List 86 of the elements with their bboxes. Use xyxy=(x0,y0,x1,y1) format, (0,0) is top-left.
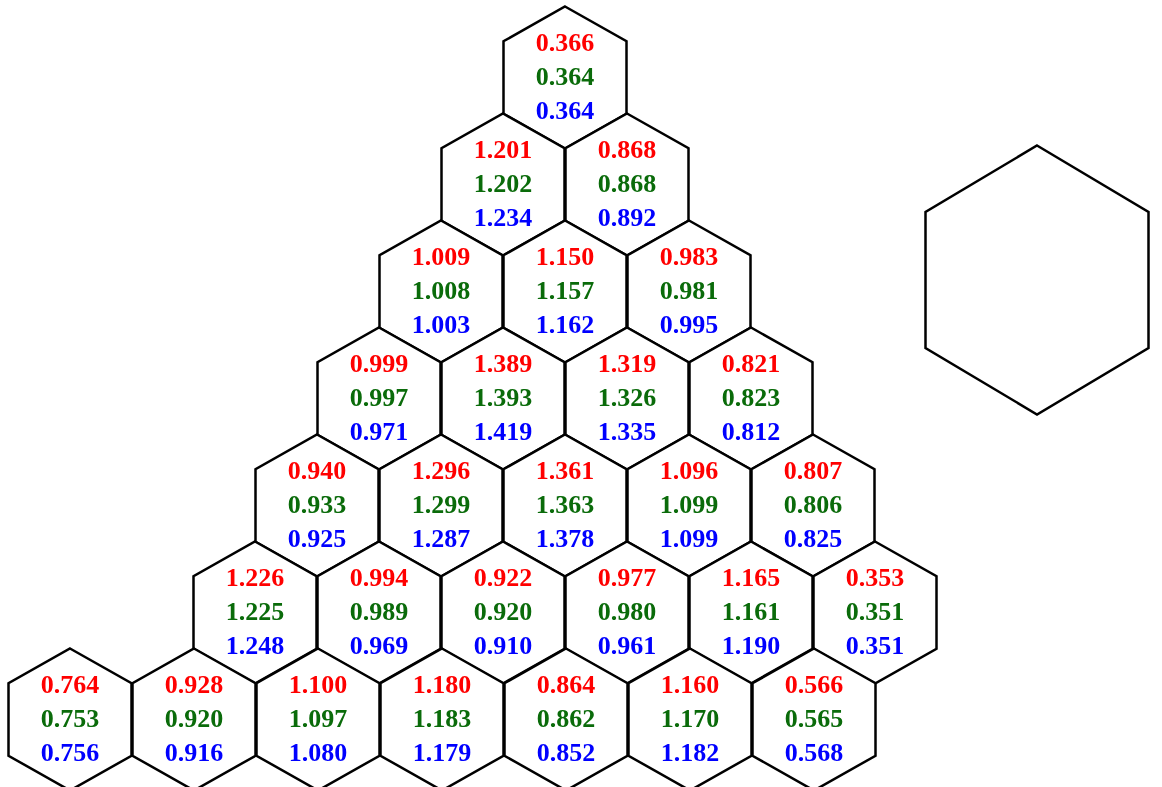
value-text: 0.565 xyxy=(784,703,844,735)
value-text: 1.100 xyxy=(288,669,348,701)
value-text: 0.821 xyxy=(721,348,781,380)
value-text: 1.335 xyxy=(597,416,657,448)
value-text: 0.977 xyxy=(597,562,657,594)
value-text: 1.319 xyxy=(597,348,657,380)
value-text: 0.892 xyxy=(597,202,657,234)
value-text: 1.165 xyxy=(721,562,781,594)
value-text: 1.099 xyxy=(659,523,719,555)
hexagon-cell xyxy=(924,144,1150,416)
value-text: 1.226 xyxy=(225,562,285,594)
value-text: 1.363 xyxy=(535,489,595,521)
value-text: 0.961 xyxy=(597,630,657,662)
value-text: 0.852 xyxy=(536,737,596,769)
value-text: 0.933 xyxy=(287,489,347,521)
value-text: 0.981 xyxy=(659,275,719,307)
hexagon-cell xyxy=(7,646,133,787)
value-text: 0.353 xyxy=(845,562,905,594)
value-text: 0.925 xyxy=(287,523,347,555)
value-text: 0.922 xyxy=(473,562,533,594)
value-text: 0.806 xyxy=(783,489,843,521)
value-text: 1.190 xyxy=(721,630,781,662)
value-text: 1.389 xyxy=(473,348,533,380)
value-text: 0.823 xyxy=(721,382,781,414)
value-text: 1.009 xyxy=(411,241,471,273)
value-text: 1.097 xyxy=(288,703,348,735)
value-text: 1.225 xyxy=(225,596,285,628)
value-text: 0.764 xyxy=(40,669,100,701)
value-text: 1.182 xyxy=(660,737,720,769)
value-text: 0.566 xyxy=(784,669,844,701)
value-text: 1.287 xyxy=(411,523,471,555)
value-text: 1.299 xyxy=(411,489,471,521)
value-text: 0.868 xyxy=(597,168,657,200)
value-text: 1.008 xyxy=(411,275,471,307)
value-text: 0.916 xyxy=(164,737,224,769)
value-text: 1.180 xyxy=(412,669,472,701)
value-text: 0.825 xyxy=(783,523,843,555)
value-text: 1.179 xyxy=(412,737,472,769)
value-text: 1.326 xyxy=(597,382,657,414)
value-text: 0.756 xyxy=(40,737,100,769)
value-text: 0.351 xyxy=(845,596,905,628)
value-text: 1.099 xyxy=(659,489,719,521)
value-text: 0.862 xyxy=(536,703,596,735)
value-text: 0.971 xyxy=(349,416,409,448)
value-text: 0.568 xyxy=(784,737,844,769)
value-text: 0.928 xyxy=(164,669,224,701)
value-text: 1.003 xyxy=(411,309,471,341)
value-text: 1.201 xyxy=(473,134,533,166)
value-text: 1.183 xyxy=(412,703,472,735)
value-text: 0.983 xyxy=(659,241,719,273)
value-text: 1.161 xyxy=(721,596,781,628)
value-text: 1.393 xyxy=(473,382,533,414)
value-text: 0.980 xyxy=(597,596,657,628)
value-text: 0.910 xyxy=(473,630,533,662)
value-text: 0.812 xyxy=(721,416,781,448)
value-text: 1.160 xyxy=(660,669,720,701)
value-text: 0.940 xyxy=(287,455,347,487)
value-text: 0.995 xyxy=(659,309,719,341)
value-text: 0.807 xyxy=(783,455,843,487)
value-text: 0.997 xyxy=(349,382,409,414)
value-text: 0.999 xyxy=(349,348,409,380)
value-text: 1.248 xyxy=(225,630,285,662)
value-text: 0.920 xyxy=(473,596,533,628)
value-text: 1.378 xyxy=(535,523,595,555)
value-text: 1.234 xyxy=(473,202,533,234)
value-text: 0.920 xyxy=(164,703,224,735)
value-text: 1.096 xyxy=(659,455,719,487)
value-text: 0.864 xyxy=(536,669,596,701)
value-text: 0.364 xyxy=(535,95,595,127)
value-text: 1.419 xyxy=(473,416,533,448)
value-text: 0.753 xyxy=(40,703,100,735)
value-text: 1.080 xyxy=(288,737,348,769)
value-text: 0.994 xyxy=(349,562,409,594)
value-text: 1.162 xyxy=(535,309,595,341)
value-text: 0.989 xyxy=(349,596,409,628)
value-text: 1.361 xyxy=(535,455,595,487)
value-text: 1.150 xyxy=(535,241,595,273)
value-text: 1.202 xyxy=(473,168,533,200)
value-text: 0.364 xyxy=(535,61,595,93)
value-text: 0.351 xyxy=(845,630,905,662)
value-text: 0.868 xyxy=(597,134,657,166)
value-text: 1.157 xyxy=(535,275,595,307)
value-text: 1.170 xyxy=(660,703,720,735)
value-text: 0.969 xyxy=(349,630,409,662)
value-text: 0.366 xyxy=(535,27,595,59)
value-text: 1.296 xyxy=(411,455,471,487)
